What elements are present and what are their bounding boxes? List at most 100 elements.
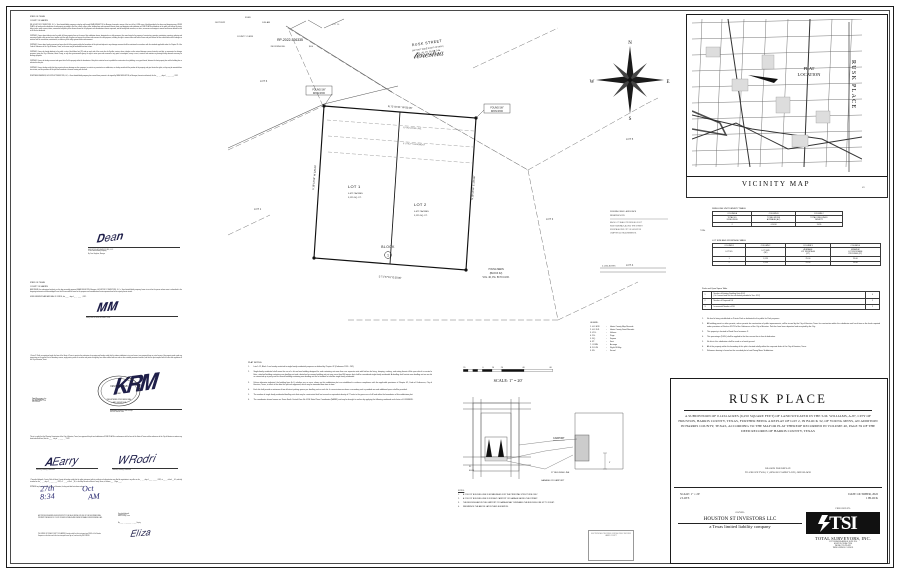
owner-sig-by: By: Dean Singleton, Manager [88, 254, 106, 255]
svg-text:17' BUILDING LINE: 17' BUILDING LINE [551, 472, 570, 474]
clerk-filled-date-2: 8:34 [39, 491, 55, 502]
svg-text:1: 1 [387, 254, 389, 258]
right-note: 2.All building permit or other permits, … [702, 322, 880, 328]
svg-text:VOL. 40, PG. 59 H.C.D.R.: VOL. 40, PG. 59 H.C.D.R. [416, 50, 441, 55]
svg-text:LAND SURVEYOR: LAND SURVEYOR [112, 401, 127, 404]
owner-sig-title: a Texas limited liability company [88, 251, 107, 252]
svg-text:FOUND 5/8": FOUND 5/8" [490, 107, 503, 110]
vicinity-key-number: 6/13 [862, 188, 865, 189]
right-note: 4.This percentage (100%) shall be applie… [702, 335, 776, 338]
svg-text:IRON ROD: IRON ROD [491, 110, 503, 113]
legend-row: 9. FD.-Found [590, 350, 616, 353]
commission-signature-1: 𝑨𝐸𝑎𝑟𝑟𝑦 [43, 454, 78, 470]
plat-title: RUSK PLACE [728, 392, 828, 406]
legend-row: 8. R.O.W.-Right-Of-Way [590, 347, 622, 350]
svg-text:LOT 10: LOT 10 [332, 24, 340, 26]
svg-text:CHAPTER 42 REQUIREMENTS.: CHAPTER 42 REQUIREMENTS. [610, 232, 637, 235]
detail-notes-header: NOTES: [458, 490, 465, 492]
dedication-paragraph: FURTHER, Owners do hereby dedicate to th… [30, 51, 182, 58]
svg-text:FL: FL [469, 466, 472, 468]
table-row: 2 3,125 25.00 25.00 [711, 260, 881, 267]
plat-inner-border [10, 10, 890, 564]
plat-note: 3.Unless otherwise indicated, the buildi… [248, 381, 432, 387]
reason-for-replat-label: REASON FOR REPLAT: [765, 467, 791, 470]
svg-text:BLOCK: BLOCK [381, 245, 395, 249]
lot-subheader: LOT SIZE (SF) [745, 247, 786, 258]
lot1-label: LOT 1 [348, 184, 361, 189]
compass-rose: N S E W [590, 41, 670, 122]
notary-given-line: GIVEN UNDER MY HAND AND SEAL OF OFFICE, … [30, 296, 87, 298]
dedication-paragraph: FURTHER, Owners do hereby covenant and a… [30, 61, 182, 65]
right-note: 5.No lots in this subdivision shall be u… [702, 340, 755, 343]
density-cell: 13.95 [794, 221, 844, 228]
svg-text:3': 3' [609, 462, 611, 464]
clerk-text: I, Teneshia Hudspeth, County Clerk of Ha… [30, 480, 182, 484]
recording-fee-label: RECORDING FEE: [270, 46, 286, 48]
curve-table: SIDEWALK AND LANDSCAPE RESERVE NOTE EACH… [610, 210, 668, 235]
commission-text: This is to certify that the Planning Com… [30, 437, 182, 441]
density-cell: 0.1434 [751, 221, 796, 228]
svg-text:KEVIN R. KOLB: KEVIN R. KOLB [110, 385, 128, 388]
density-subheader: TOTAL DWELLINGS DENSITY [794, 215, 844, 223]
lot-subheader: LOT NO. [711, 247, 747, 258]
prepared-by-label: PREPARED BY: [835, 508, 851, 510]
dedication-paragraph: FURTHER, Owners does dedicate unto the p… [30, 35, 182, 42]
legend-row: 1. H.C.M.R.-Harris County Map Records [590, 326, 634, 329]
plat-drawing: FOUND 5/8" IRON ROD FOUND 5/8" IRON ROD … [228, 25, 658, 321]
surveyor-firm-label: Total Surveyors Inc. [32, 398, 47, 400]
svg-text:3,125 SQ. FT.: 3,125 SQ. FT. [414, 215, 428, 217]
dedication-column: STATE OF TEXAS COUNTY OF HARRIS WE, HOUS… [30, 16, 182, 81]
compass-n: N [628, 41, 632, 46]
svg-text:LOT 6: LOT 6 [260, 79, 268, 83]
density-col-header: COLUMN A [711, 210, 753, 217]
svg-text:YOUNG MENS: YOUNG MENS [488, 269, 504, 271]
density-total-label: TOTAL [700, 230, 706, 232]
svg-text:0.1434 ACRES: 0.1434 ACRES [602, 265, 616, 268]
owner-entity-type: a Texas limited liability company [709, 524, 771, 529]
vicinity-side-divider [848, 22, 850, 172]
svg-text:TSI: TSI [829, 513, 857, 534]
title-date-info: DATE: OCTOBER, 2022 1 BLOCK [848, 492, 878, 501]
dedication-paragraph: FURTHER, Owners hereby certify that they… [30, 67, 182, 72]
svg-text:40: 40 [522, 367, 524, 369]
title-scale-info: SCALE: 1" = 20' 2 LOTS [680, 492, 700, 501]
surveyor-firm-block: Total Surveyors Inc. 5177 Richmond Ave. … [32, 398, 94, 403]
detail-note: 2.A 17-FOOT BUILDING LINE IS FOR ANY CAR… [458, 497, 538, 500]
right-note: 7.Reference bearing is based on the reco… [702, 350, 774, 353]
svg-text:LOT 4: LOT 4 [626, 263, 634, 267]
density-table-title: DWELLING UNIT DENSITY TABLE [712, 208, 746, 210]
svg-text:3,125 SQ. FT.: 3,125 SQ. FT. [348, 197, 362, 199]
clerk-disclaimer-2: THE STATE OF TEXAS COUNTY OF HARRIS I he… [38, 534, 101, 538]
parks-text: Incremental Number of DU [711, 303, 866, 310]
table-row: 1 Number of Existing Dwelling Units (DU)… [702, 290, 880, 300]
lot-col-header: COLUMN 4 [830, 242, 881, 249]
svg-text:0.0717 ACRES: 0.0717 ACRES [414, 210, 429, 213]
lot2-label: LOT 2 [414, 202, 427, 207]
density-col-header: COLUMN B [751, 210, 796, 217]
dwelling-unit-density-table: DWELLING UNIT DENSITY TABLE COLUMN A COL… [711, 208, 844, 228]
surveyor-firm-address: 5177 Richmond Ave. Deer Park, Texas 7753… [32, 400, 46, 403]
clerk-disclaimer: ANY PROVISION HEREIN WHICH RESTRICTS THE… [38, 516, 103, 520]
lot-subheader: AVERAGE LOT FRONTAGE (FT) [784, 247, 832, 258]
density-col-header: COLUMN C [794, 210, 844, 217]
svg-text:N 71°47'01" W 50.00': N 71°47'01" W 50.00' [388, 104, 413, 110]
surveyor-certification: I, Kevin R. Kolb, am registered under th… [30, 356, 182, 365]
svg-text:(BLOCK 32): (BLOCK 32) [490, 273, 503, 275]
county-clerk-block: I, Teneshia Hudspeth, County Clerk of Ha… [30, 480, 182, 492]
svg-text:FOUND 5/8": FOUND 5/8" [312, 89, 325, 92]
building-line-detail: FL ELEV CARPORT 17' BUILDING LINE GARAGE… [463, 397, 624, 482]
scale-label: SCALE: 1" = 20' [493, 378, 523, 383]
svg-text:CARPORT: CARPORT [553, 437, 565, 440]
plat-note: 4.Each lot shall provide a minimum of tw… [248, 389, 408, 392]
dedication-paragraph: WE, HOUSTON ST INVESTORS, LLC, a Texas l… [30, 24, 182, 33]
notary-state: STATE OF TEXAS [30, 282, 45, 284]
lot-col-header: COLUMN 2 [745, 242, 786, 249]
filed-label: FILED [245, 17, 251, 19]
svg-text:IRON ROD: IRON ROD [313, 92, 325, 95]
parks-text: Number of Existing Dwelling Units (DU) (… [711, 290, 866, 300]
plat-outer-border [6, 6, 894, 568]
plat-notes: PLAT NOTES: 1.Lots 1-12, Block 1 are her… [248, 362, 432, 405]
svg-text:0: 0 [482, 367, 483, 369]
svg-text:S 71°47'01" E 50.00': S 71°47'01" E 50.00' [379, 275, 403, 280]
